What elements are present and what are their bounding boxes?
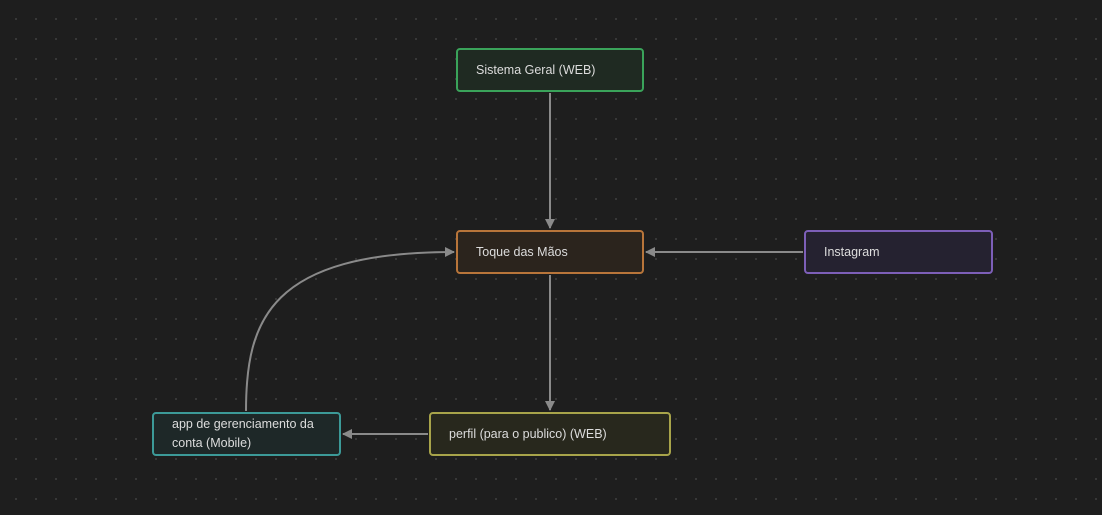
node-label: Sistema Geral (WEB) [476, 62, 596, 77]
node-label: app de gerenciamento da conta (Mobile) [172, 417, 314, 450]
node-perfil-publico[interactable]: perfil (para o publico) (WEB) [429, 412, 671, 456]
node-label: perfil (para o publico) (WEB) [449, 426, 607, 441]
node-toque-das-maos[interactable]: Toque das Mãos [456, 230, 644, 274]
edge-app-to-toque [245, 247, 455, 412]
node-label: Toque das Mãos [476, 244, 568, 259]
node-label: Instagram [824, 244, 880, 259]
node-app-gerenciamento[interactable]: app de gerenciamento da conta (Mobile) [152, 412, 341, 456]
node-sistema-geral[interactable]: Sistema Geral (WEB) [456, 48, 644, 92]
node-instagram[interactable]: Instagram [804, 230, 993, 274]
